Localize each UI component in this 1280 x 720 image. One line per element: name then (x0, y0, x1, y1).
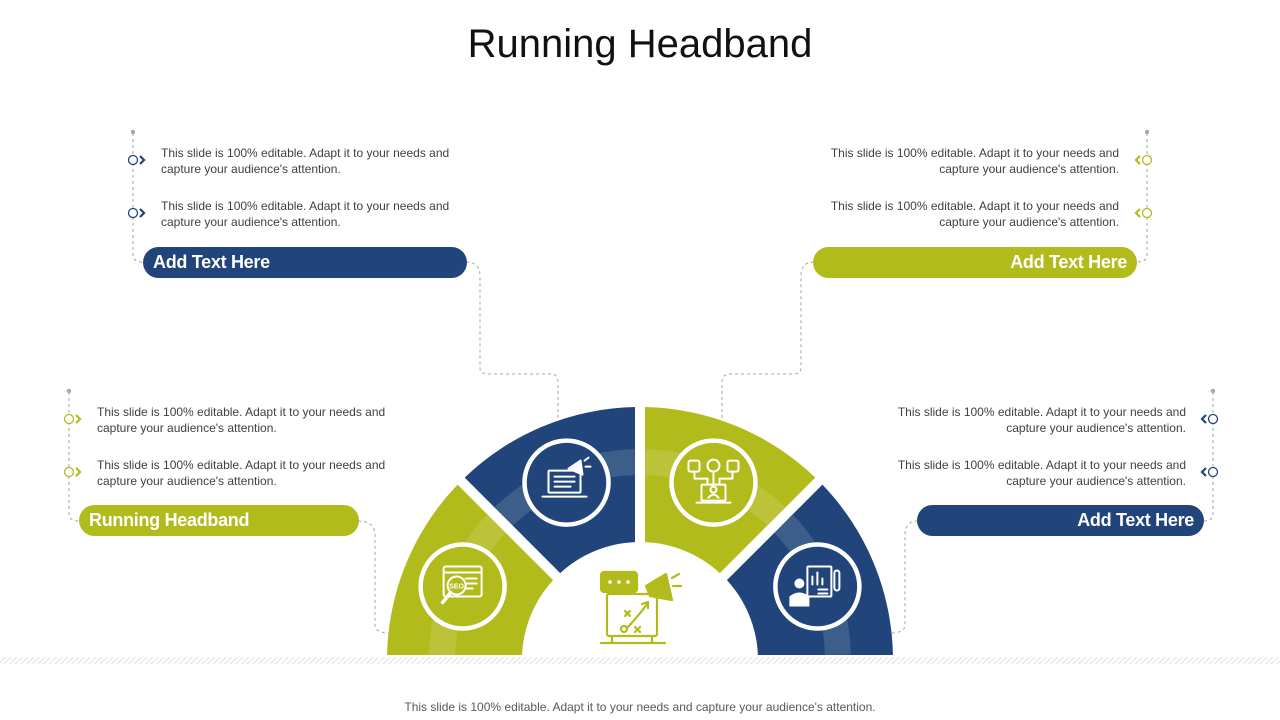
bullet-top-right-1: This slide is 100% editable. Adapt it to… (830, 146, 1119, 176)
connector-top-right (1136, 133, 1148, 263)
bullet-marker-icon (127, 154, 146, 166)
connectors (68, 133, 1214, 634)
bullet-marker-icon (1134, 154, 1153, 166)
label-pill-top-left: Add Text Here (143, 247, 467, 278)
connector-dot (66, 388, 72, 394)
connector-dot (1210, 388, 1216, 394)
connector-bottom-right-arc (889, 520, 919, 634)
laptop-megaphone-icon (522, 438, 611, 527)
label-pill-bottom-right: Add Text Here (917, 505, 1204, 536)
bullet-marker-icon (1200, 413, 1219, 425)
bullet-bottom-right-2: This slide is 100% editable. Adapt it to… (897, 458, 1186, 488)
svg-text:SEO: SEO (449, 584, 464, 591)
bullet-bottom-left-1: This slide is 100% editable. Adapt it to… (97, 405, 386, 435)
bullet-top-left-1: This slide is 100% editable. Adapt it to… (161, 146, 450, 176)
bullet-marker-icon (1134, 207, 1153, 219)
connector-top-left-arc (465, 261, 559, 420)
footer-note: This slide is 100% editable. Adapt it to… (404, 700, 876, 714)
connector-top-left (132, 133, 144, 263)
bullet-top-left-2: This slide is 100% editable. Adapt it to… (161, 199, 450, 229)
social-network-icon (669, 438, 758, 527)
connector-bottom-left-arc (357, 520, 391, 634)
connector-top-right-arc (721, 261, 815, 420)
connector-bottom-right (1202, 392, 1214, 522)
bullet-top-right-2: This slide is 100% editable. Adapt it to… (830, 199, 1119, 229)
presentation-chart-icon (773, 542, 862, 631)
bullet-bottom-left-2: This slide is 100% editable. Adapt it to… (97, 458, 386, 488)
bullet-bottom-right-1: This slide is 100% editable. Adapt it to… (897, 405, 1186, 435)
seo-search-icon: SEO (418, 542, 507, 631)
bullet-marker-icon (63, 413, 82, 425)
connector-dot (1144, 129, 1150, 135)
label-pill-top-right: Add Text Here (813, 247, 1137, 278)
marketing-strategy-icon (599, 570, 683, 645)
bullet-marker-icon (127, 207, 146, 219)
label-pill-bottom-left: Running Headband (79, 505, 359, 536)
ground-stripe (0, 657, 1280, 664)
bullet-marker-icon (1200, 466, 1219, 478)
connector-dot (130, 129, 136, 135)
connector-bottom-left (68, 392, 80, 522)
bullet-marker-icon (63, 466, 82, 478)
page-title: Running Headband (467, 22, 813, 66)
